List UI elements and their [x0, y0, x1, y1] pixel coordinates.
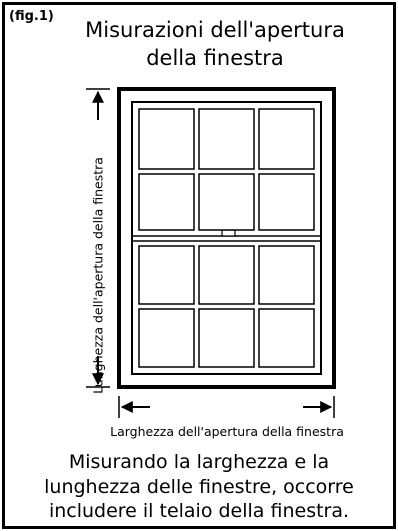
window-panes	[138, 108, 315, 368]
pane	[258, 173, 315, 231]
height-label: Lunghezza dell'apertura della finestra	[90, 157, 106, 394]
caption: Misurando la larghezza e la lunghezza de…	[44, 451, 354, 522]
pane	[258, 108, 315, 170]
pane	[138, 108, 195, 170]
pane	[198, 308, 255, 368]
pane	[198, 173, 255, 231]
width-label: Larghezza dell'apertura della finestra	[110, 424, 344, 439]
sash-lock	[221, 229, 236, 237]
pane	[198, 245, 255, 305]
pane	[138, 173, 195, 231]
figure-title: Misurazioni dell'apertura della finestra	[85, 18, 345, 70]
pane	[258, 245, 315, 305]
pane	[198, 108, 255, 170]
figure-number: (fig.1)	[9, 9, 54, 24]
pane	[138, 245, 195, 305]
pane	[258, 308, 315, 368]
pane	[138, 308, 195, 368]
